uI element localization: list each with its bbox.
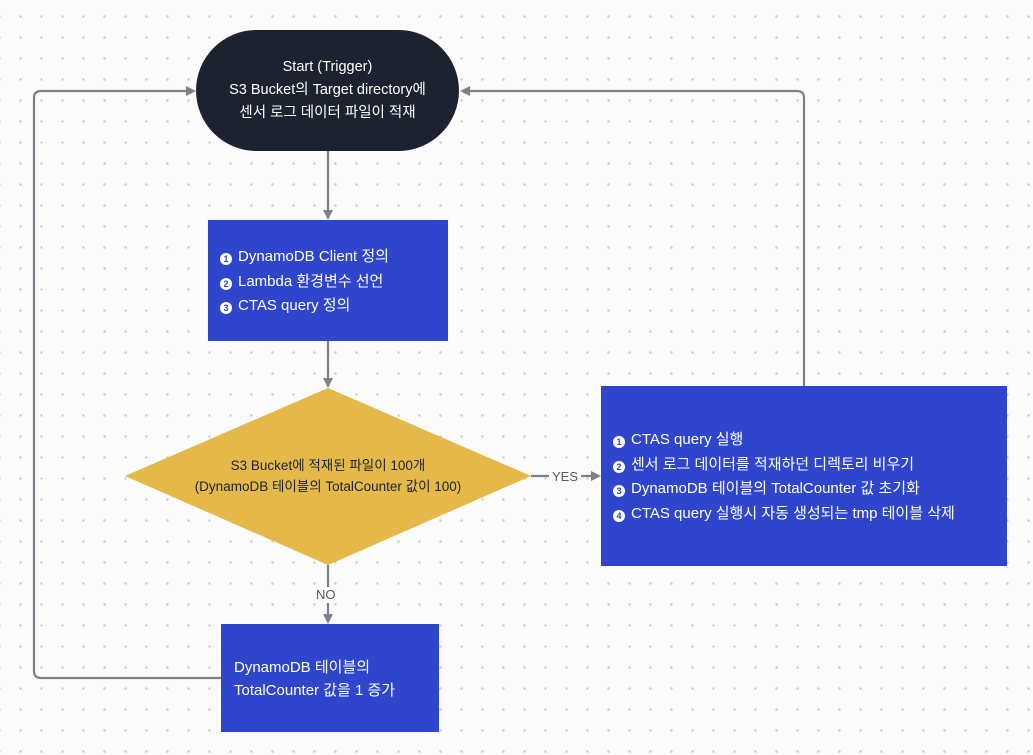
yes-action-box[interactable]: 1 CTAS query 실행 2 센서 로그 데이터를 적재하던 디렉토리 비우기… [601,386,1007,566]
setup-item: 2 Lambda 환경변수 선언 [220,270,448,295]
number-3-icon: 3 [613,485,625,497]
yes-item: 3 DynamoDB 테이블의 TotalCounter 값 초기화 [613,477,1007,502]
increment-line-1: DynamoDB 테이블의 [234,659,371,676]
number-2-icon: 2 [613,460,625,473]
yes-item-text: 센서 로그 데이터를 적재하던 디렉토리 비우기 [631,455,915,473]
setup-item: 3 CTAS query 정의 [220,294,448,319]
start-trigger-node[interactable]: Start (Trigger) S3 Bucket의 Target direct… [196,30,459,151]
number-3-icon: 3 [220,302,232,314]
increment-counter-box[interactable]: DynamoDB 테이블의 TotalCounter 값을 1 증가 [221,624,439,732]
number-4-icon: 4 [613,509,625,522]
yes-edge-label: YES [549,469,582,485]
decision-diamond[interactable] [125,388,531,565]
connector-yes-loop-back [460,86,806,386]
yes-item-text: DynamoDB 테이블의 TotalCounter 값 초기화 [631,480,920,497]
number-1-icon: 1 [613,436,625,448]
setup-item-text: Lambda 환경변수 선언 [238,272,384,290]
start-title: Start (Trigger) [282,59,373,75]
decision-line-2: (DynamoDB 테이블의 TotalCounter 값이 100) [194,479,462,494]
setup-item-text: CTAS query 정의 [238,297,351,314]
yes-item: 4 CTAS query 실행시 자동 생성되는 tmp 테이블 삭제 [613,502,1007,527]
number-2-icon: 2 [220,277,232,290]
yes-item: 1 CTAS query 실행 [613,428,1007,453]
setup-item-text: DynamoDB Client 정의 [238,248,389,265]
increment-line-2: TotalCounter 값을 1 증가 [234,682,396,699]
decision-label: S3 Bucket에 적재된 파일이 100개 (DynamoDB 테이블의 T… [148,455,508,497]
no-edge-label: NO [313,587,339,603]
decision-line-1: S3 Bucket에 적재된 파일이 100개 [230,458,426,473]
number-1-icon: 1 [220,253,232,265]
start-line-2: S3 Bucket의 Target directory에 [229,82,426,98]
setup-item: 1 DynamoDB Client 정의 [220,245,448,270]
yes-item: 2 센서 로그 데이터를 적재하던 디렉토리 비우기 [613,453,1007,478]
yes-item-text: CTAS query 실행 [631,431,744,448]
setup-process-box[interactable]: 1 DynamoDB Client 정의 2 Lambda 환경변수 선언 3 CTA… [208,220,448,341]
start-line-3: 센서 로그 데이터 파일이 적재 [239,105,416,121]
connector-no-loop-back [32,86,221,680]
yes-item-text: CTAS query 실행시 자동 생성되는 tmp 테이블 삭제 [631,504,955,522]
